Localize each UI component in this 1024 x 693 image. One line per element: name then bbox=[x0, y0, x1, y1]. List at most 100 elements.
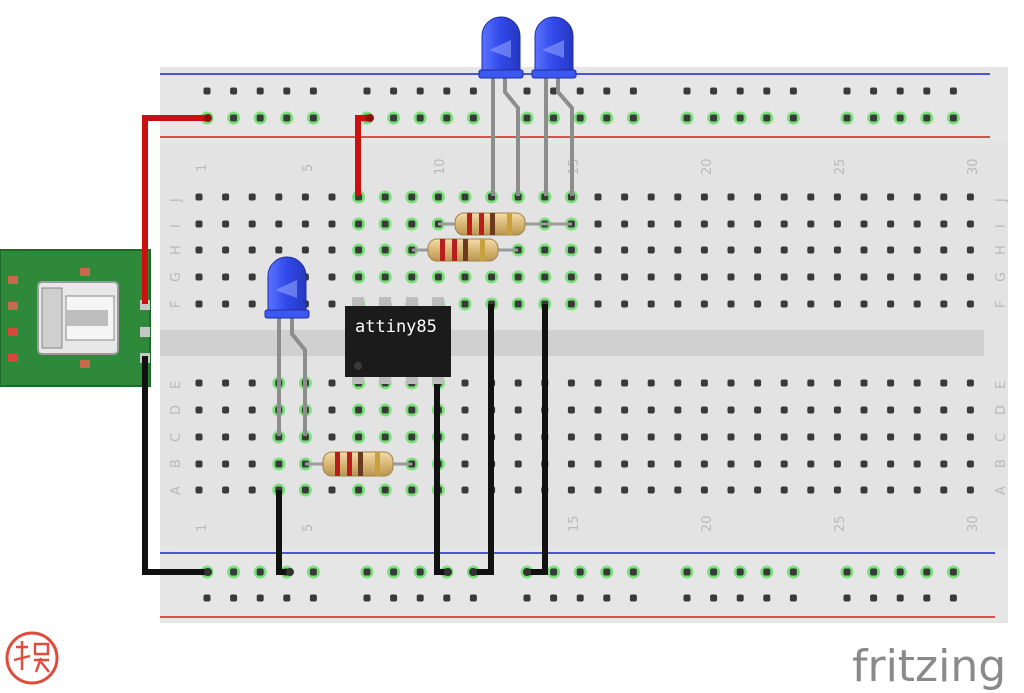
resistor-top-1-band-1 bbox=[467, 213, 472, 235]
resistor-top-1-band-2 bbox=[479, 213, 484, 235]
hole-top-r2-c16 bbox=[594, 246, 602, 254]
resistor-bottom-band-2 bbox=[347, 452, 352, 476]
rail-bottom-red-g4-h0 bbox=[843, 594, 851, 602]
hole-top-r1-c4 bbox=[275, 220, 283, 228]
hole-top-r2-c23 bbox=[780, 246, 788, 254]
rail-top-blue-g4-h1 bbox=[870, 87, 878, 95]
rail-bottom-blue-g4-h2 bbox=[896, 568, 904, 576]
rail-bottom-red-g0-h2 bbox=[256, 594, 264, 602]
hole-bot-r2-c8 bbox=[381, 433, 389, 441]
hole-top-r3-c18 bbox=[647, 273, 655, 281]
hole-top-r3-c22 bbox=[754, 273, 762, 281]
hole-top-r4-c27 bbox=[887, 300, 895, 308]
rail-bottom-red-g0-h0 bbox=[203, 594, 211, 602]
hole-top-r4-c2 bbox=[222, 300, 230, 308]
hole-bot-r1-c16 bbox=[594, 406, 602, 414]
rail-top-red-g0-h2 bbox=[256, 114, 264, 122]
hole-top-r4-c6 bbox=[328, 300, 336, 308]
hole-top-r2-c3 bbox=[248, 246, 256, 254]
rail-top-red-g4-h2 bbox=[896, 114, 904, 122]
led-top-1-glint bbox=[489, 40, 511, 58]
hole-top-r2-c5 bbox=[301, 246, 309, 254]
stamp-glyph-1 bbox=[13, 641, 31, 670]
hole-top-r0-c28 bbox=[913, 193, 921, 201]
hole-top-r1-c8 bbox=[381, 220, 389, 228]
hole-top-r3-c7 bbox=[355, 273, 363, 281]
hole-bot-r1-c30 bbox=[966, 406, 974, 414]
rail-top-red-g4-h0 bbox=[843, 114, 851, 122]
hole-top-r2-c2 bbox=[222, 246, 230, 254]
hole-top-r2-c15 bbox=[567, 246, 575, 254]
hole-top-r0-c29 bbox=[940, 193, 948, 201]
hole-bot-r2-c6 bbox=[328, 433, 336, 441]
hole-top-r3-c1 bbox=[195, 273, 203, 281]
rail-top-red-g4-h4 bbox=[949, 114, 957, 122]
hole-bot-r4-c20 bbox=[700, 486, 708, 494]
chip-body bbox=[345, 306, 451, 377]
hole-bot-r3-c19 bbox=[674, 460, 682, 468]
hole-top-r4-c28 bbox=[913, 300, 921, 308]
hole-bot-r2-c27 bbox=[887, 433, 895, 441]
hole-top-r4-c21 bbox=[727, 300, 735, 308]
rail-bottom-blue-g2-h3 bbox=[603, 568, 611, 576]
hole-bot-r2-c29 bbox=[940, 433, 948, 441]
hole-top-r4-c15 bbox=[567, 300, 575, 308]
hole-top-r1-c20 bbox=[700, 220, 708, 228]
row-letter-d-left: D bbox=[169, 405, 184, 415]
hole-top-r4-c17 bbox=[621, 300, 629, 308]
hole-bot-r3-c22 bbox=[754, 460, 762, 468]
hole-top-r2-c21 bbox=[727, 246, 735, 254]
hole-bot-r2-c24 bbox=[807, 433, 815, 441]
column-number-5-bottom: 5 bbox=[301, 524, 316, 532]
hole-bot-r0-c26 bbox=[860, 379, 868, 387]
column-number-1-bottom: 1 bbox=[195, 524, 210, 532]
hole-bot-r1-c9 bbox=[408, 406, 416, 414]
rail-bottom-red-g4-h2 bbox=[896, 594, 904, 602]
hole-top-r0-c23 bbox=[780, 193, 788, 201]
rail-bottom-blue-g2-h2 bbox=[576, 568, 584, 576]
hole-bot-r1-c25 bbox=[833, 406, 841, 414]
hole-bot-r1-c27 bbox=[887, 406, 895, 414]
rail-top-blue-g1-h2 bbox=[416, 87, 424, 95]
hole-bot-r1-c2 bbox=[222, 406, 230, 414]
rail-bottom-blue-g1-h2 bbox=[416, 568, 424, 576]
hole-bot-r3-c29 bbox=[940, 460, 948, 468]
hole-bot-r2-c3 bbox=[248, 433, 256, 441]
hole-top-r0-c30 bbox=[966, 193, 974, 201]
hole-bot-r3-c28 bbox=[913, 460, 921, 468]
rail-top-blue-g4-h4 bbox=[949, 87, 957, 95]
rail-bottom-red-g0-h1 bbox=[230, 594, 238, 602]
hole-top-r0-c18 bbox=[647, 193, 655, 201]
column-number-10-top: 10 bbox=[433, 158, 448, 175]
hole-top-r3-c12 bbox=[488, 273, 496, 281]
hole-bot-r1-c18 bbox=[647, 406, 655, 414]
hole-bot-r2-c26 bbox=[860, 433, 868, 441]
hole-top-r0-c2 bbox=[222, 193, 230, 201]
hole-bot-r2-c28 bbox=[913, 433, 921, 441]
rail-top-blue-g0-h0 bbox=[203, 87, 211, 95]
rail-top-red-g3-h0 bbox=[683, 114, 691, 122]
hole-bot-r2-c2 bbox=[222, 433, 230, 441]
hole-bot-r2-c16 bbox=[594, 433, 602, 441]
row-letter-b-left: B bbox=[169, 459, 184, 468]
rail-top-red-g1-h4 bbox=[469, 114, 477, 122]
hole-top-r3-c11 bbox=[461, 273, 469, 281]
rail-top-blue-g0-h1 bbox=[230, 87, 238, 95]
stamp-ring bbox=[5, 631, 59, 685]
row-letter-g-left: G bbox=[169, 272, 184, 282]
row-letter-e-right: E bbox=[994, 381, 1009, 389]
led-bottom bbox=[264, 256, 310, 436]
hole-bot-r0-c11 bbox=[461, 379, 469, 387]
rail-bottom-blue-g2-h1 bbox=[550, 568, 558, 576]
hole-top-r4-c26 bbox=[860, 300, 868, 308]
hole-bot-r0-c29 bbox=[940, 379, 948, 387]
column-number-15-top: 15 bbox=[567, 158, 582, 175]
hole-bot-r1-c17 bbox=[621, 406, 629, 414]
hole-bot-r4-c8 bbox=[381, 486, 389, 494]
row-letter-i-right: I bbox=[994, 224, 1009, 228]
rail-top-blue-g1-h0 bbox=[363, 87, 371, 95]
hole-bot-r4-c26 bbox=[860, 486, 868, 494]
hole-top-r3-c20 bbox=[700, 273, 708, 281]
hole-top-r2-c29 bbox=[940, 246, 948, 254]
rail-top-blue-g3-h1 bbox=[710, 87, 718, 95]
